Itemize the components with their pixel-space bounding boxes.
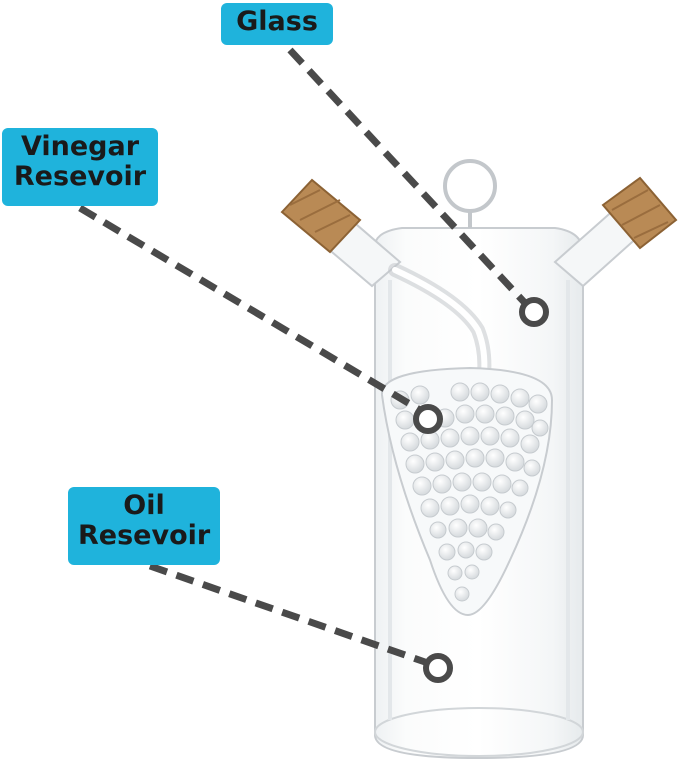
glass-label-text: Glass — [236, 6, 318, 37]
right-cork — [601, 176, 678, 250]
vinegar-leader-line — [78, 204, 422, 414]
oil-marker — [423, 653, 453, 683]
oil-leader-line — [148, 562, 427, 666]
vinegar-marker — [413, 404, 443, 434]
vinegar-label-line-2: Resevoir — [13, 161, 147, 192]
vinegar-label-line-1: Vinegar — [20, 131, 140, 162]
oil-reservoir-label: Oil Resevoir — [68, 487, 220, 565]
hanging-loop — [443, 159, 497, 213]
left-cork — [280, 178, 362, 254]
glass-leader-line — [287, 47, 528, 306]
glass-marker — [519, 297, 549, 327]
oil-label-line-2: Resevoir — [78, 520, 211, 551]
oil-label-line-1: Oil — [123, 490, 165, 521]
glass-label: Glass — [221, 3, 333, 45]
leader-lines — [78, 47, 528, 666]
vinegar-reservoir-label: Vinegar Resevoir — [2, 128, 158, 206]
